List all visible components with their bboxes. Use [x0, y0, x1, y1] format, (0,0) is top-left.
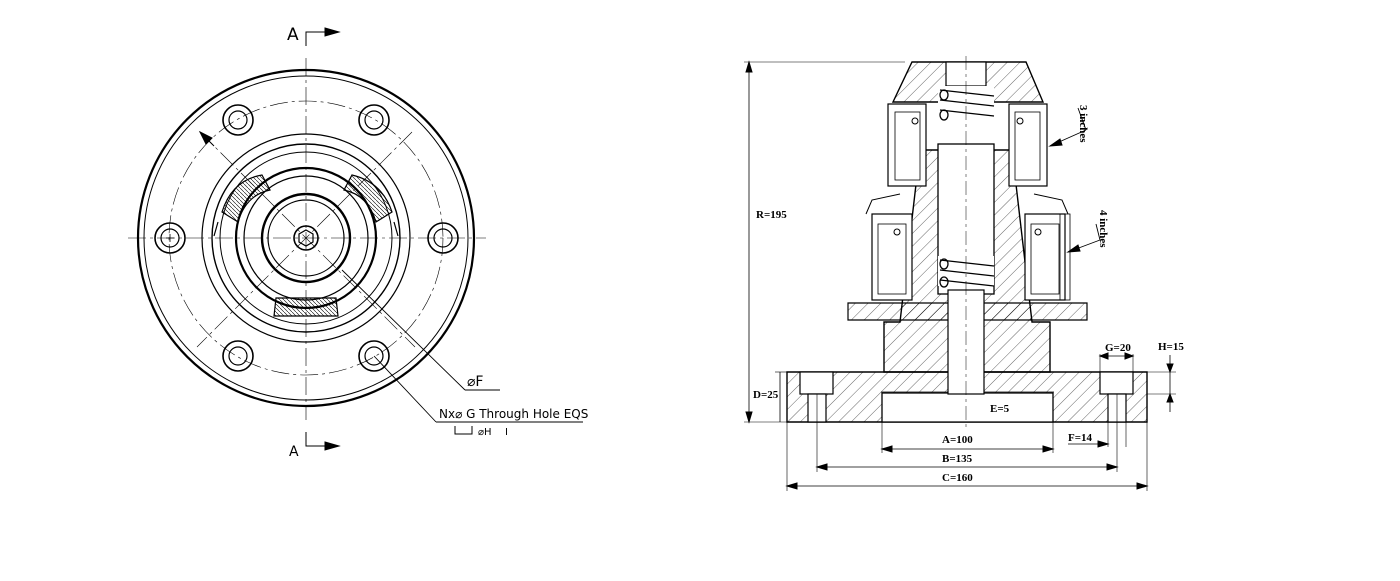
jaw-segments — [213, 174, 399, 317]
recess-depth-label: E=5 — [990, 403, 1010, 415]
diameter-f-label: ⌀F — [467, 374, 483, 390]
counterbore-label: ⌀H — [478, 427, 492, 438]
dim-c-label: C=160 — [942, 472, 973, 484]
counterbore-icon — [454, 426, 473, 435]
dim-h-label: H=15 — [1158, 341, 1184, 353]
dim-f-label: F=14 — [1068, 432, 1092, 444]
counterbore-depth: I — [505, 427, 508, 438]
base-thickness-label: D=25 — [753, 389, 779, 401]
bolt-holes — [154, 104, 459, 372]
dim-b-label: B=135 — [942, 453, 973, 465]
front-view: A — [128, 25, 588, 460]
dim-g-label: G=20 — [1105, 342, 1131, 354]
note-lower: 4 inches — [1097, 210, 1109, 248]
hex-socket-icon — [298, 229, 314, 247]
section-mark-top: A — [287, 25, 299, 45]
note-upper: 3 inches — [1077, 105, 1089, 143]
hole-callout: Nx⌀ G Through Hole EQS — [439, 407, 588, 421]
section-mark-bottom: A — [289, 444, 299, 460]
dim-a-label: A=100 — [942, 434, 973, 446]
height-label: R=195 — [756, 209, 787, 221]
section-view: R=195 D=25 E=5 A=100 B=135 C=160 F=14 — [744, 56, 1184, 491]
